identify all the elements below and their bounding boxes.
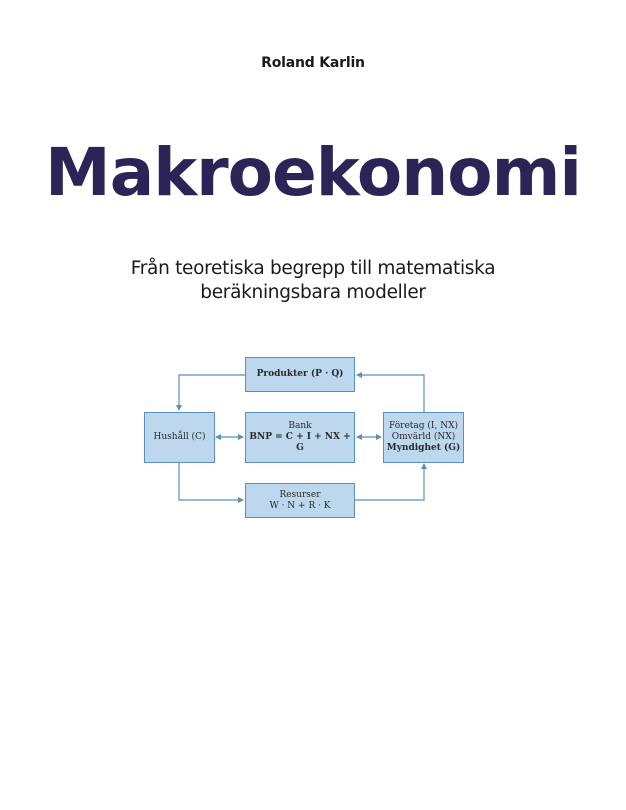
box-hushall: Hushåll (C) (144, 412, 215, 463)
hushall-label: Hushåll (C) (153, 432, 206, 442)
arrow-resurser-to-sectors (355, 463, 427, 501)
book-subtitle: Från teoretiska begrepp till matematiska… (0, 257, 626, 305)
box-bank: Bank BNP = C + I + NX + G (245, 412, 355, 463)
myndighet-label: Myndighet (G) (386, 443, 461, 453)
arrow-produkter-to-hushall (176, 374, 245, 411)
foretag-label: Företag (I, NX) (389, 421, 458, 431)
resurser-formula: W · N + R · K (269, 500, 331, 511)
omvarld-label: Omvärld (NX) (391, 432, 456, 442)
book-title: Makroekonomi (45, 134, 582, 211)
bank-label: Bank (288, 421, 312, 431)
subtitle-line-2: beräkningsbara modeller (200, 282, 426, 303)
arrow-sectors-to-produkter (356, 372, 425, 412)
bnp-formula: BNP = C + I + NX + G (249, 432, 351, 453)
produkter-label: Produkter (P · Q) (256, 369, 344, 379)
subtitle-line-1: Från teoretiska begrepp till matematiska (130, 258, 496, 279)
resurser-label: Resurser (279, 489, 321, 500)
box-produkter: Produkter (P · Q) (245, 357, 355, 392)
box-resurser: Resurser W · N + R · K (245, 483, 355, 518)
author-name: Roland Karlin (261, 55, 365, 71)
arrow-hushall-to-resurser (178, 462, 244, 503)
box-sectors: Företag (I, NX) Omvärld (NX) Myndighet (… (383, 412, 464, 463)
